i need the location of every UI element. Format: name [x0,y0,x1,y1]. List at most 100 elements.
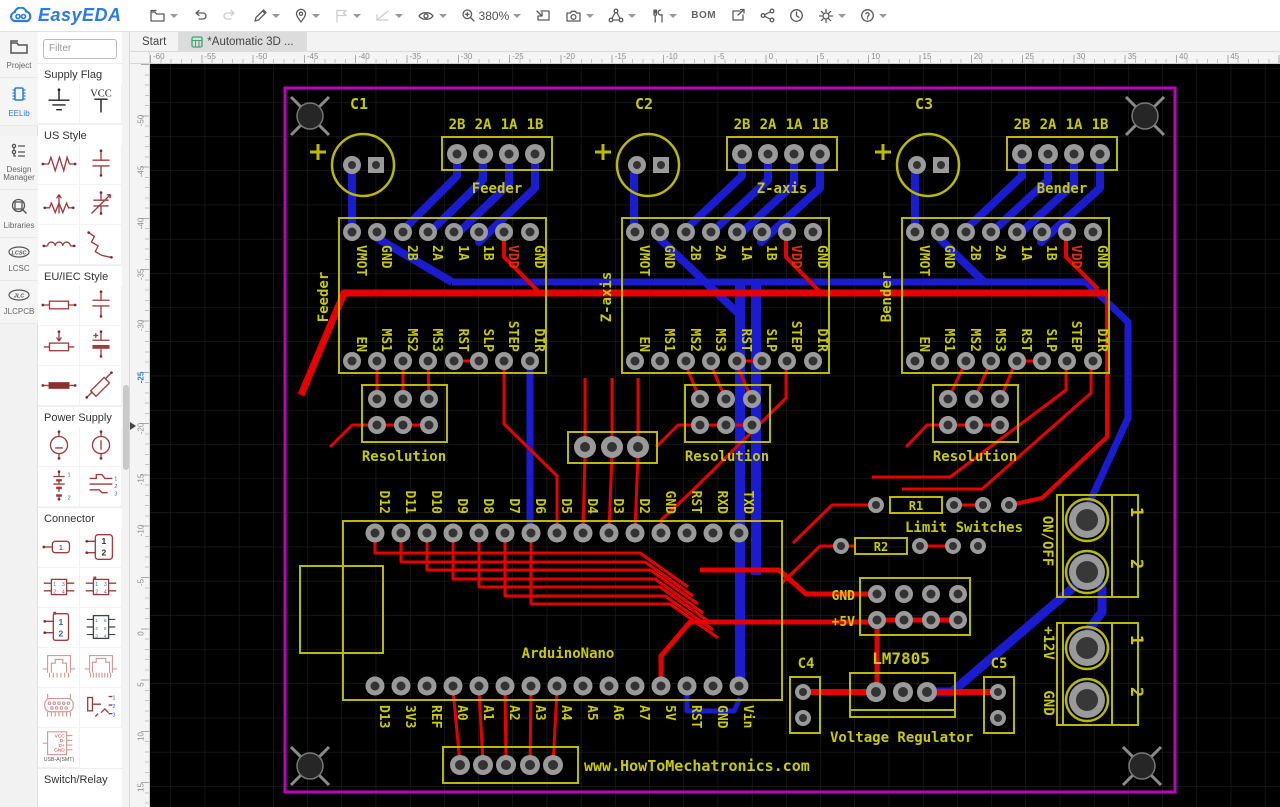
through-hole-pad[interactable] [368,416,386,434]
silkscreen-outline[interactable] [889,496,943,514]
through-hole-pad[interactable] [753,352,771,370]
through-hole-pad[interactable] [473,144,493,164]
copper-trace[interactable] [503,540,714,632]
silkscreen-label[interactable]: 1B [1092,117,1109,133]
through-hole-pad[interactable] [931,223,949,241]
through-hole-pad[interactable] [804,352,822,370]
eelib-symbol-batt2[interactable] [80,426,122,467]
through-hole-pad[interactable] [717,416,735,434]
silkscreen-label[interactable]: D11 [402,491,417,515]
through-hole-pad[interactable] [868,585,886,603]
eelib-symbol-rj45b[interactable] [80,647,122,688]
copper-trace[interactable] [1009,293,1109,507]
silkscreen-label[interactable]: MS2 [404,329,419,352]
silkscreen-outline[interactable] [849,672,956,718]
silkscreen-label[interactable]: C2 [635,95,653,113]
silkscreen-outline[interactable] [684,384,771,443]
jumper3-block[interactable] [567,431,658,464]
silkscreen-label[interactable]: A5 [584,705,599,721]
through-hole-pad[interactable] [1084,223,1102,241]
silkscreen-label[interactable]: STEP [505,321,520,352]
capacitor-c1[interactable]: C1 [310,95,396,198]
silkscreen-label[interactable]: TXD [740,491,755,515]
through-hole-pad[interactable] [868,497,884,513]
filter-input[interactable] [43,38,117,59]
through-hole-pad[interactable] [677,223,695,241]
through-hole-pad[interactable] [917,682,937,702]
silkscreen-label[interactable]: 1A [786,117,803,133]
undo-button[interactable] [192,4,208,28]
terminal-pad[interactable] [1069,682,1105,718]
through-hole-pad[interactable] [625,676,645,696]
silkscreen-outline[interactable] [983,676,1015,734]
silkscreen-label[interactable]: GND [941,245,956,269]
through-hole-pad[interactable] [626,352,644,370]
silkscreen-label[interactable]: GND [662,491,677,515]
silkscreen-label[interactable]: Limit Switches [905,520,1023,536]
through-hole-pad[interactable] [945,538,961,554]
through-hole-pad[interactable] [702,352,720,370]
through-hole-pad[interactable] [982,223,1000,241]
through-hole-pad[interactable] [975,497,991,513]
board-outline[interactable] [283,86,1177,794]
silkscreen-label[interactable]: 2 [1126,687,1146,697]
silkscreen-label[interactable]: ArduinoNano [522,646,615,662]
silkscreen-label[interactable]: 1B [812,117,829,133]
through-hole-pad[interactable] [717,390,735,408]
eelib-symbol-cap-var[interactable] [80,184,122,225]
through-hole-pad[interactable] [495,676,515,696]
silkscreen-label[interactable]: Z-axis [599,272,615,323]
through-hole-pad[interactable] [1084,352,1102,370]
silkscreen-label[interactable]: D12 [376,491,391,514]
copper-trace[interactable] [633,453,640,532]
settings-gear-button[interactable] [818,4,847,28]
through-hole-pad[interactable] [450,755,470,775]
through-hole-pad[interactable] [912,538,928,554]
copper-trace[interactable] [1064,236,1100,291]
through-hole-pad[interactable] [1033,352,1051,370]
silkscreen-label[interactable]: A2 [506,705,521,721]
through-hole-pad[interactable] [957,223,975,241]
silkscreen-label[interactable]: MS1 [378,329,393,353]
through-hole-pad[interactable] [599,676,619,696]
silkscreen-outline[interactable] [441,136,553,171]
import-button[interactable] [535,4,551,28]
silkscreen-label[interactable]: GND [1094,245,1109,269]
silkscreen-label[interactable]: MS3 [712,329,727,352]
through-hole-pad[interactable] [419,352,437,370]
through-hole-pad[interactable] [368,352,386,370]
through-hole-pad[interactable] [547,523,567,543]
through-hole-pad[interactable] [445,223,463,241]
copper-trace[interactable] [784,236,823,295]
through-hole-pad[interactable] [990,684,1006,700]
silkscreen-label[interactable]: D10 [428,491,443,515]
through-hole-pad[interactable] [445,352,463,370]
silkscreen-label[interactable]: MS2 [967,329,982,352]
capacitor-c3[interactable]: C3 [875,95,961,198]
terminal-12v[interactable]: 12 [1056,622,1146,726]
silkscreen-label[interactable]: VMOT [353,245,368,276]
through-hole-pad[interactable] [691,390,709,408]
silkscreen-label[interactable]: A6 [610,705,625,721]
copper-trace[interactable] [551,689,559,765]
silkscreen-outline[interactable] [299,565,384,654]
silkscreen-label[interactable]: GND [1040,690,1056,715]
through-hole-pad[interactable] [365,676,385,696]
eelib-symbol-cap-pol[interactable] [80,144,122,185]
through-hole-pad[interactable] [729,676,749,696]
through-hole-pad[interactable] [677,676,697,696]
eelib-symbol-cap-eu[interactable] [80,285,122,326]
copper-trace[interactable] [425,160,487,237]
silkscreen-label[interactable]: EN [916,336,931,352]
copper-trace[interactable] [607,453,614,532]
silkscreen-outline[interactable] [621,217,830,374]
route-nodes-button[interactable] [608,4,637,28]
silkscreen-outline[interactable] [901,217,1110,374]
silkscreen-label[interactable]: GND [714,705,729,729]
silkscreen-label[interactable]: R2 [874,540,888,554]
history-clock-button[interactable] [789,4,804,28]
silkscreen-label[interactable]: GND [814,245,829,269]
